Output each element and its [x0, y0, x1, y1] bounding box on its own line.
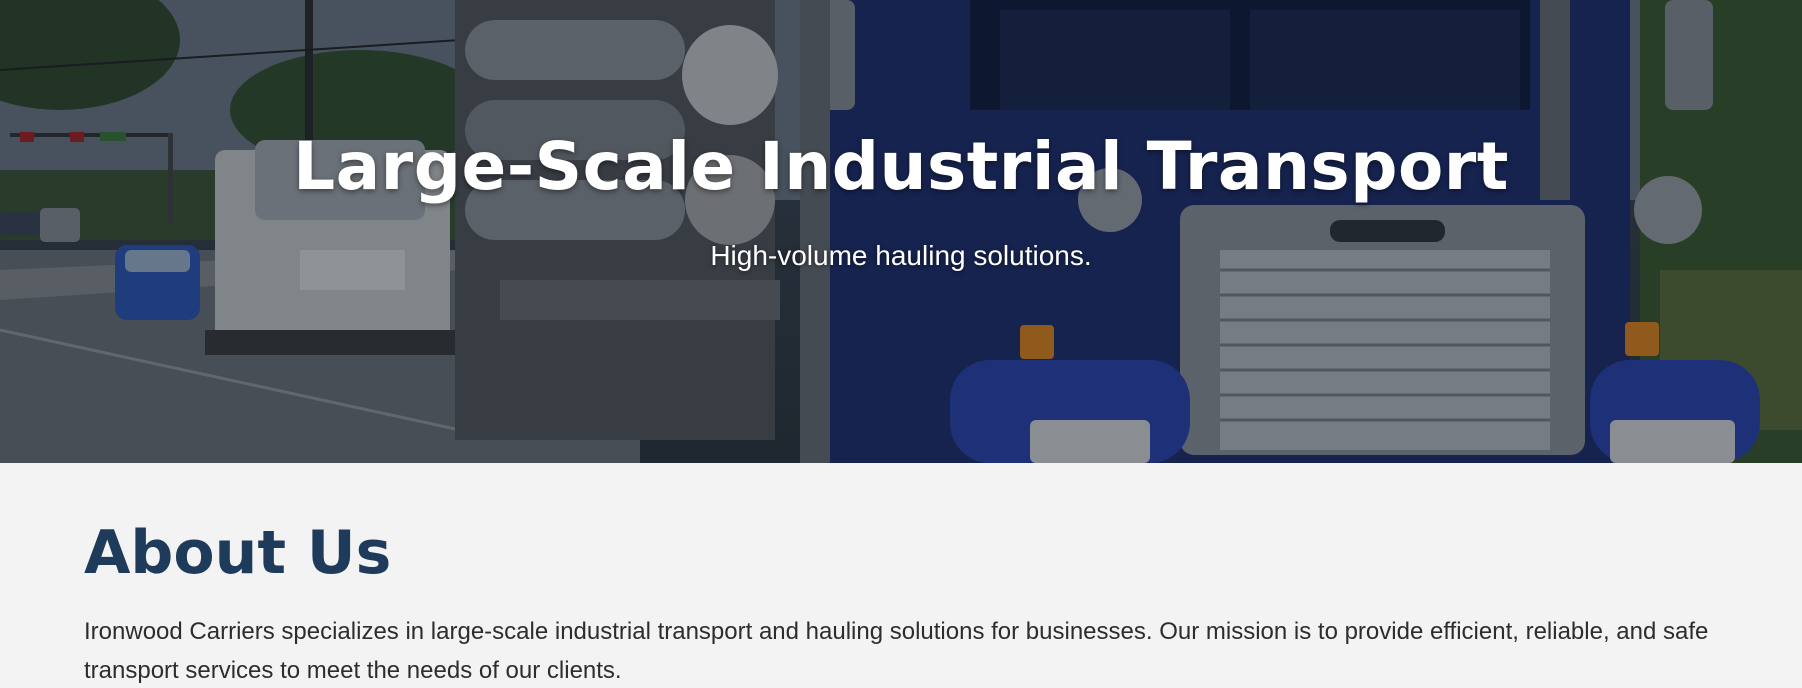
hero-dark-overlay — [0, 0, 1802, 463]
hero-banner: Large-Scale Industrial Transport High-vo… — [0, 0, 1802, 463]
about-section: About Us Ironwood Carriers specializes i… — [0, 463, 1802, 688]
hero-title: Large-Scale Industrial Transport — [293, 128, 1509, 205]
about-description: Ironwood Carriers specializes in large-s… — [84, 618, 1709, 684]
hero-background-image — [0, 0, 1802, 463]
about-title: About Us — [84, 518, 392, 588]
hero-subtitle: High-volume hauling solutions. — [710, 240, 1092, 271]
